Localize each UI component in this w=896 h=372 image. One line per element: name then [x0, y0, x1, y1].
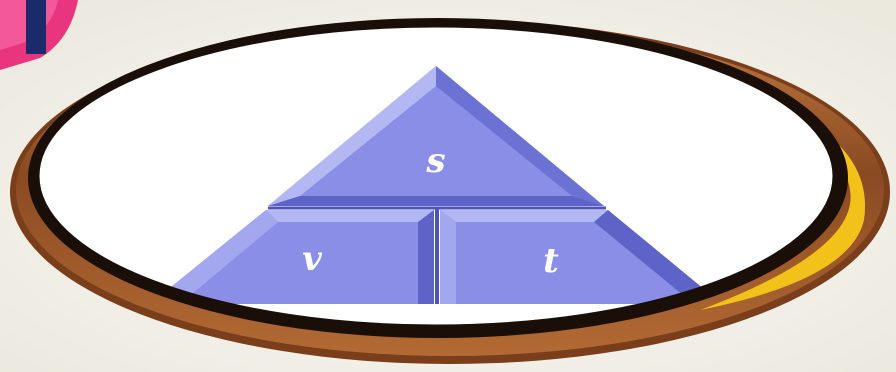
label-speed: v — [302, 239, 323, 279]
label-time: t — [543, 241, 559, 281]
label-distance: s — [425, 141, 445, 181]
